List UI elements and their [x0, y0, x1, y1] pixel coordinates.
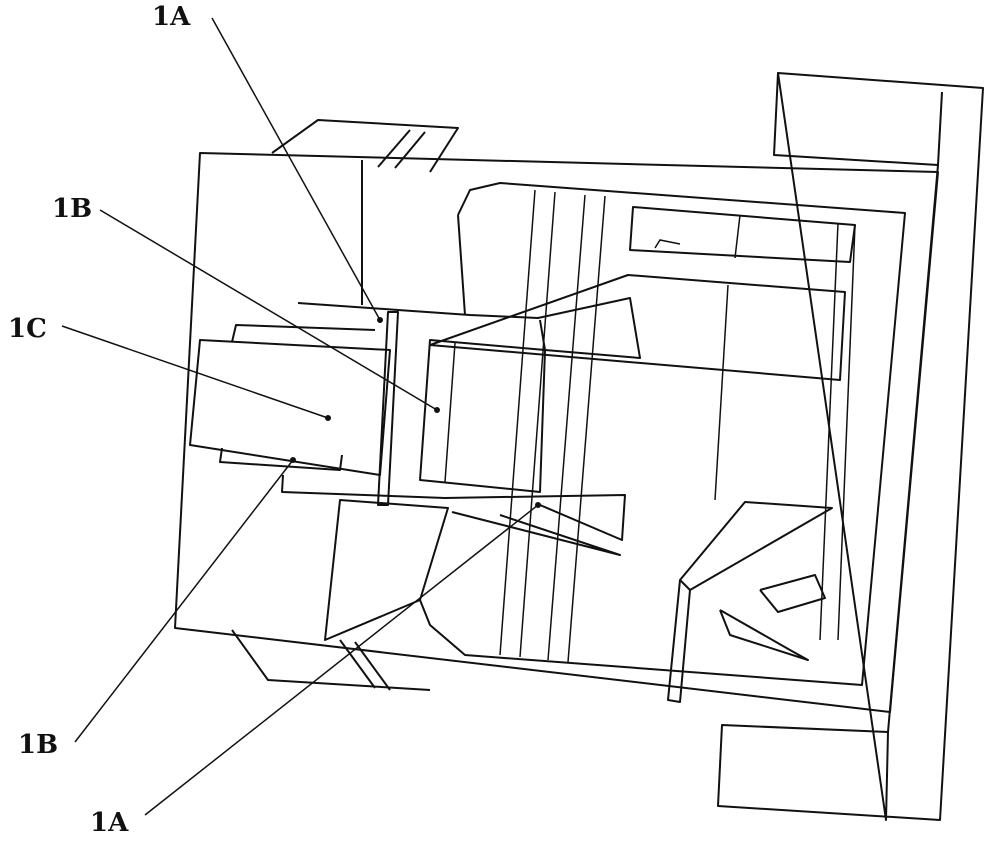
main-body: [175, 120, 938, 712]
inner-frame: [420, 183, 905, 685]
label-1b-bottom: 1B: [18, 730, 58, 760]
label-1c: 1C: [8, 314, 47, 344]
label-1b-top: 1B: [52, 194, 92, 224]
leader-lines: [62, 18, 541, 815]
label-1a-bottom: 1A: [90, 808, 128, 838]
label-1a-top: 1A: [152, 2, 190, 32]
